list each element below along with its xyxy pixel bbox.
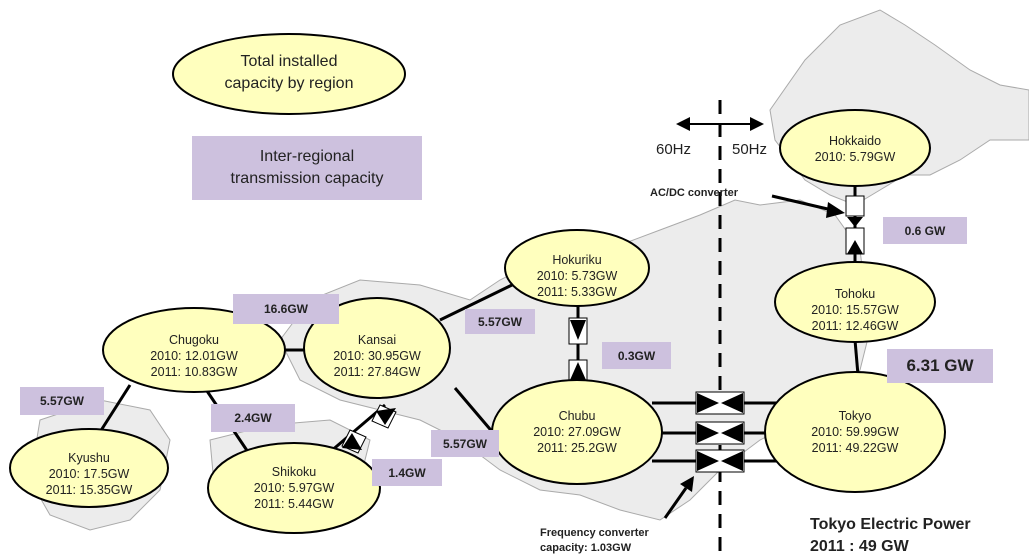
legend-rect: Inter-regional transmission capacity	[192, 136, 422, 200]
freq-converter-3	[695, 449, 745, 473]
frequency-converter-symbols	[695, 391, 745, 473]
capacity-kansai-shikoku: 1.4GW	[372, 459, 442, 486]
line-tohoku-tokyo	[853, 339, 860, 376]
freq-converter-pointer-arrow	[663, 476, 694, 519]
hokuriku-ellipse	[504, 229, 650, 307]
capacity-hokuriku-chubu: 0.3GW	[602, 342, 671, 369]
line-chugoku-kyushu	[98, 384, 132, 433]
capacity-kansai-chubu: 5.57GW	[431, 430, 499, 457]
chugoku-ellipse	[102, 307, 286, 393]
legend-ellipse	[172, 33, 406, 115]
hokuriku-chubu-converter-symbol	[568, 317, 588, 383]
kyushu-ellipse	[9, 428, 169, 508]
freq-converter-label: Frequency converter capacity: 1.03GW	[540, 527, 649, 554]
region-ellipses	[9, 33, 946, 534]
kansai-ellipse	[303, 297, 451, 399]
hokkaido-ellipse	[779, 109, 931, 187]
legend-ellipse-label: Total installed capacity by region	[224, 53, 354, 92]
capacity-tohoku-tokyo: 6.31 GW	[887, 349, 993, 383]
legend-rect-label: Inter-regional transmission capacity	[230, 148, 384, 187]
tokyo-ellipse	[764, 371, 946, 493]
freq-60hz-label: 60Hz	[656, 141, 692, 158]
shikoku-ellipse	[207, 442, 381, 534]
freq-converter-2	[695, 421, 745, 445]
capacity-chugoku-shikoku: 2.4GW	[211, 404, 295, 432]
capacity-hokkaido-tohoku: 0.6 GW	[883, 217, 967, 244]
capacity-chugoku-kyushu: 5.57GW	[20, 387, 104, 415]
acdc-pointer-arrow	[771, 194, 845, 218]
freq-converter-1	[695, 391, 745, 415]
acdc-converter-symbol	[845, 195, 865, 255]
capacity-chugoku-kansai: 16.6GW	[233, 294, 339, 324]
tepco-value: 2011 : 49 GW	[810, 538, 909, 555]
acdc-converter-label: AC/DC converter	[650, 187, 739, 199]
capacity-kansai-hokuriku: 5.57GW	[465, 309, 535, 334]
tepco-name: Tokyo Electric Power	[810, 516, 971, 533]
kansai-shikoku-converter-symbol	[341, 404, 397, 454]
frequency-arrow	[676, 117, 764, 131]
line-kansai-chubu	[453, 387, 497, 436]
freq-50hz-label: 50Hz	[732, 141, 768, 158]
line-kansai-hokuriku	[439, 283, 513, 322]
tohoku-ellipse	[774, 261, 936, 343]
